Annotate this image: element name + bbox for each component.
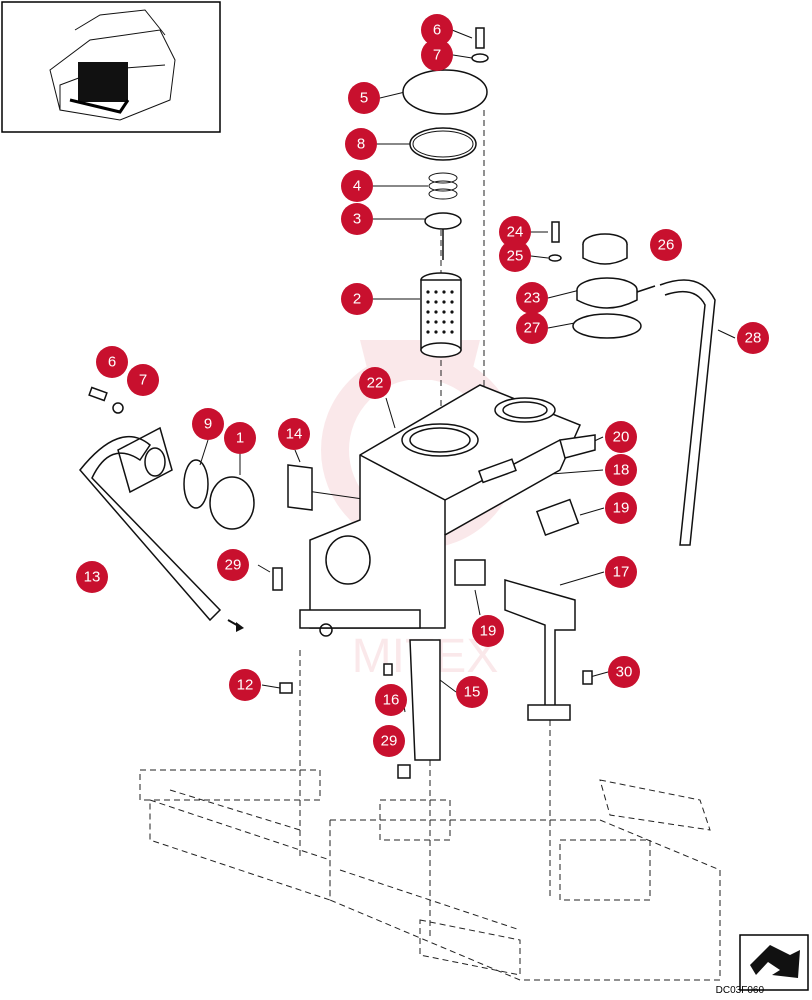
callout-13: 13 bbox=[76, 561, 108, 593]
svg-text:14: 14 bbox=[286, 426, 303, 443]
callout-19b: 19 bbox=[472, 615, 504, 647]
suction-pipe-assembly bbox=[79, 386, 255, 632]
svg-text:23: 23 bbox=[524, 290, 541, 307]
svg-text:4: 4 bbox=[353, 178, 361, 195]
svg-text:29: 29 bbox=[381, 733, 398, 750]
callout-25: 25 bbox=[499, 240, 531, 272]
hydraulic-tank bbox=[287, 384, 596, 637]
callout-19: 19 bbox=[605, 492, 637, 524]
callout-26: 26 bbox=[650, 229, 682, 261]
callout-2: 2 bbox=[341, 283, 373, 315]
callout-22: 22 bbox=[359, 367, 391, 399]
svg-text:12: 12 bbox=[237, 677, 254, 694]
breather-assembly bbox=[548, 221, 716, 546]
svg-text:19: 19 bbox=[480, 623, 497, 640]
svg-text:26: 26 bbox=[658, 237, 675, 254]
svg-text:1: 1 bbox=[236, 430, 244, 447]
callout-29b: 29 bbox=[373, 725, 405, 757]
svg-text:28: 28 bbox=[745, 330, 762, 347]
svg-text:25: 25 bbox=[507, 248, 524, 265]
callouts: 6 7 5 8 4 3 2 24 26 25 23 27 28 6 7 22 9… bbox=[76, 14, 769, 757]
svg-text:27: 27 bbox=[524, 320, 541, 337]
svg-text:19: 19 bbox=[613, 500, 630, 517]
mounting-brackets bbox=[272, 567, 593, 779]
callout-28: 28 bbox=[737, 322, 769, 354]
callout-6b: 6 bbox=[96, 346, 128, 378]
svg-text:16: 16 bbox=[383, 692, 400, 709]
assembly-axis-lines bbox=[299, 110, 551, 940]
svg-text:8: 8 bbox=[357, 136, 365, 153]
callout-9: 9 bbox=[192, 408, 224, 440]
svg-text:13: 13 bbox=[84, 569, 101, 586]
callout-24: 24 bbox=[499, 216, 531, 248]
callout-17: 17 bbox=[605, 556, 637, 588]
callout-6: 6 bbox=[421, 14, 453, 46]
svg-text:6: 6 bbox=[108, 354, 116, 371]
svg-text:7: 7 bbox=[139, 372, 147, 389]
svg-text:6: 6 bbox=[433, 22, 441, 39]
callout-23: 23 bbox=[516, 282, 548, 314]
svg-text:9: 9 bbox=[204, 416, 212, 433]
svg-text:20: 20 bbox=[613, 429, 630, 446]
svg-text:22: 22 bbox=[367, 375, 384, 392]
callout-3: 3 bbox=[341, 203, 373, 235]
svg-text:15: 15 bbox=[464, 684, 481, 701]
callout-20: 20 bbox=[605, 421, 637, 453]
filter-cap-assembly bbox=[402, 27, 489, 358]
callout-27: 27 bbox=[516, 312, 548, 344]
callout-16: 16 bbox=[375, 684, 407, 716]
svg-text:7: 7 bbox=[433, 47, 441, 64]
locator-thumbnail bbox=[1, 1, 221, 133]
svg-text:2: 2 bbox=[353, 291, 361, 308]
svg-text:5: 5 bbox=[360, 90, 368, 107]
svg-text:3: 3 bbox=[353, 211, 361, 228]
callout-8: 8 bbox=[345, 128, 377, 160]
callout-29: 29 bbox=[217, 549, 249, 581]
callout-1: 1 bbox=[224, 422, 256, 454]
callout-30: 30 bbox=[608, 656, 640, 688]
callout-7: 7 bbox=[421, 39, 453, 71]
callout-12: 12 bbox=[229, 669, 261, 701]
callout-5: 5 bbox=[348, 82, 380, 114]
svg-text:29: 29 bbox=[225, 557, 242, 574]
callout-14: 14 bbox=[278, 418, 310, 450]
direction-arrow-icon bbox=[739, 934, 809, 991]
svg-text:30: 30 bbox=[616, 664, 633, 681]
svg-text:18: 18 bbox=[613, 462, 630, 479]
svg-text:24: 24 bbox=[507, 224, 524, 241]
callout-7b: 7 bbox=[127, 364, 159, 396]
machine-frame bbox=[139, 769, 721, 981]
callout-4: 4 bbox=[341, 170, 373, 202]
callout-18: 18 bbox=[605, 454, 637, 486]
figure-code: DC03F060 bbox=[715, 985, 764, 996]
svg-text:17: 17 bbox=[613, 564, 630, 581]
callout-15: 15 bbox=[456, 676, 488, 708]
